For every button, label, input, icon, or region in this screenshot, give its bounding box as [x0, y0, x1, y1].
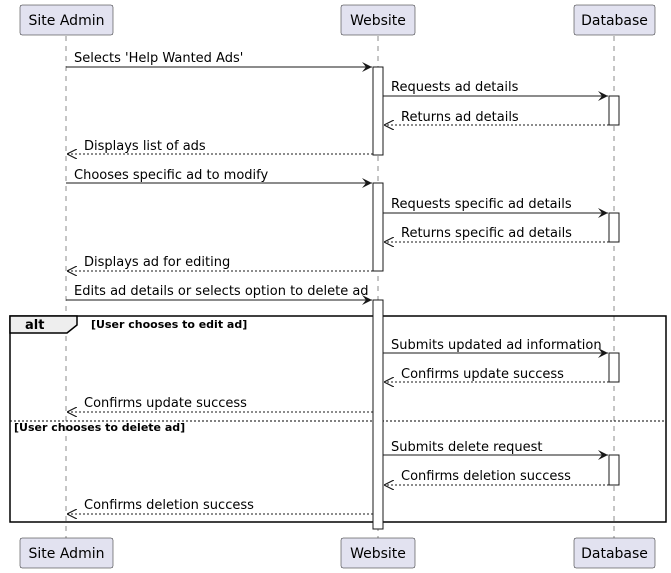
- participant-label: Site Admin: [29, 546, 105, 562]
- message-label: Submits delete request: [391, 440, 543, 455]
- alt-keyword: alt: [25, 318, 44, 333]
- message-label: Confirms deletion success: [84, 498, 254, 513]
- message-label: Confirms update success: [401, 367, 564, 382]
- message-7: Returns specific ad details: [384, 226, 609, 242]
- message-4: Displays list of ads: [67, 139, 373, 154]
- message-label: Displays ad for editing: [84, 255, 230, 270]
- participant-site-admin-top: Site Admin: [19, 4, 114, 36]
- participant-database-bottom: Database: [573, 537, 656, 569]
- activation-website-1: [372, 66, 384, 156]
- activation-database-3: [608, 352, 620, 383]
- participant-label: Website: [350, 13, 406, 29]
- alt-frame: [9, 315, 667, 523]
- message-label: Confirms update success: [84, 396, 247, 411]
- participant-label: Site Admin: [29, 13, 105, 29]
- message-label: Edits ad details or selects option to de…: [74, 284, 369, 299]
- message-label: Chooses specific ad to modify: [74, 168, 269, 183]
- message-label: Displays list of ads: [84, 139, 206, 154]
- participant-site-admin-bottom: Site Admin: [19, 537, 114, 569]
- activation-database-1: [608, 95, 620, 126]
- message-12: Confirms update success: [67, 396, 373, 412]
- participant-website-bottom: Website: [340, 537, 416, 569]
- participant-label: Website: [350, 546, 406, 562]
- message-2: Requests ad details: [383, 80, 608, 101]
- activation-database-2: [608, 212, 620, 243]
- message-8: Displays ad for editing: [67, 255, 373, 271]
- message-15: Confirms deletion success: [67, 498, 373, 514]
- alt-guard-delete: [User chooses to delete ad]: [14, 421, 185, 434]
- alt-fragment: alt [User chooses to edit ad] [User choo…: [9, 315, 667, 523]
- message-11: Confirms update success: [384, 367, 609, 382]
- message-label: Submits updated ad information: [391, 338, 602, 353]
- participant-label: Database: [581, 13, 648, 29]
- message-14: Confirms deletion success: [384, 469, 609, 485]
- message-10: Submits updated ad information: [383, 338, 608, 358]
- activation-website-3: [372, 299, 384, 530]
- message-1: Selects 'Help Wanted Ads': [66, 51, 372, 72]
- activation-database-4: [608, 454, 620, 486]
- message-label: Confirms deletion success: [401, 469, 571, 484]
- message-9: Edits ad details or selects option to de…: [66, 284, 372, 305]
- message-label: Returns ad details: [401, 110, 519, 125]
- message-label: Requests ad details: [391, 80, 519, 95]
- message-label: Requests specific ad details: [391, 197, 572, 212]
- message-3: Returns ad details: [384, 110, 609, 125]
- activation-website-2: [372, 182, 384, 272]
- message-13: Submits delete request: [383, 440, 608, 460]
- alt-tab: [9, 315, 78, 334]
- participant-website-top: Website: [340, 4, 416, 36]
- message-label: Selects 'Help Wanted Ads': [74, 51, 243, 66]
- message-label: Returns specific ad details: [401, 226, 572, 241]
- message-6: Requests specific ad details: [383, 197, 608, 218]
- participant-label: Database: [581, 546, 648, 562]
- alt-guard-edit: [User chooses to edit ad]: [91, 318, 247, 331]
- participant-database-top: Database: [573, 4, 656, 36]
- message-5: Chooses specific ad to modify: [66, 168, 372, 188]
